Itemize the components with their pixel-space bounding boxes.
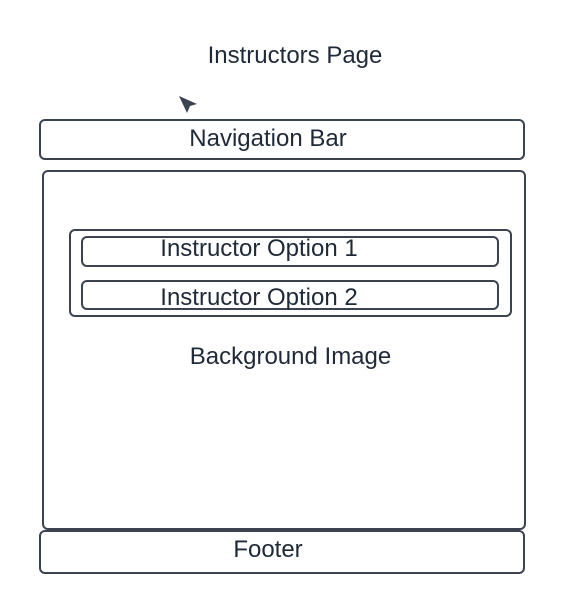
page-title: Instructors Page xyxy=(207,42,383,69)
background-image-label: Background Image xyxy=(189,343,392,370)
cursor-arrow-icon xyxy=(179,96,197,113)
navigation-bar-label: Navigation Bar xyxy=(189,125,347,152)
navigation-bar[interactable] xyxy=(39,119,525,160)
footer xyxy=(39,530,525,574)
instructor-option-1-label: Instructor Option 1 xyxy=(160,235,358,262)
instructor-option-2[interactable] xyxy=(81,280,499,310)
instructor-option-2-label: Instructor Option 2 xyxy=(160,284,358,311)
instructor-option-1[interactable] xyxy=(81,236,499,267)
footer-label: Footer xyxy=(233,536,303,563)
